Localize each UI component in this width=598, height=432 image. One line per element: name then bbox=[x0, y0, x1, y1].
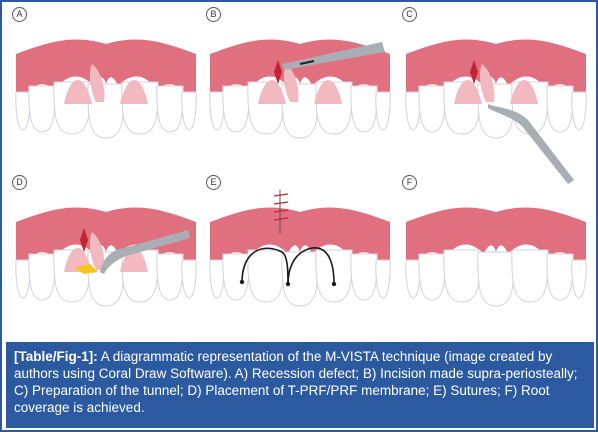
tooth-1 bbox=[209, 91, 225, 131]
panel-d: D bbox=[8, 172, 204, 342]
tooth-6 bbox=[350, 85, 378, 133]
caption-reference: [Table/Fig-1]: bbox=[14, 349, 98, 364]
panel-a: A bbox=[8, 4, 204, 174]
tooth-6 bbox=[156, 253, 184, 301]
membrane-carrier-instrument bbox=[100, 230, 190, 274]
panel-label: B bbox=[206, 7, 221, 22]
tooth-2 bbox=[418, 253, 446, 301]
tooth-2 bbox=[418, 85, 446, 133]
vestibular-incision bbox=[274, 60, 282, 84]
tooth-7 bbox=[571, 91, 587, 131]
incision-suture-3 bbox=[273, 209, 289, 213]
vestibular-incision bbox=[470, 60, 478, 84]
tunneling-instrument bbox=[488, 104, 574, 184]
suture-knot-1 bbox=[239, 279, 245, 285]
tooth-7 bbox=[571, 259, 587, 299]
vestibular-incision bbox=[80, 228, 88, 252]
gum-tissue bbox=[210, 207, 390, 272]
prf-membrane bbox=[74, 264, 98, 274]
incision-suture-1 bbox=[273, 193, 289, 197]
panel-label: F bbox=[402, 175, 417, 190]
panel-illustration bbox=[15, 39, 197, 139]
gum-tissue bbox=[16, 207, 196, 272]
gingival-highlight-left bbox=[258, 79, 286, 104]
gum-tissue bbox=[406, 39, 586, 104]
tooth-1 bbox=[405, 259, 421, 299]
panel-c: C bbox=[398, 4, 594, 184]
recession-defect bbox=[283, 64, 299, 102]
panel-illustration bbox=[405, 39, 587, 184]
incision-suture-4 bbox=[273, 217, 289, 221]
sling-suture-right bbox=[287, 247, 335, 285]
tooth-2 bbox=[28, 85, 56, 133]
recession-defect bbox=[479, 64, 495, 102]
panel-b: B bbox=[202, 4, 398, 174]
tooth-1 bbox=[405, 91, 421, 131]
tooth-1 bbox=[15, 91, 31, 131]
gingival-highlight-right bbox=[120, 79, 148, 104]
panel-illustration bbox=[15, 207, 197, 307]
tooth-6 bbox=[156, 85, 184, 133]
sling-suture-left bbox=[241, 247, 289, 285]
panel-label: D bbox=[12, 175, 27, 190]
incision-suture-2 bbox=[273, 201, 289, 205]
recession-defect bbox=[89, 64, 105, 102]
gingival-highlight-left bbox=[64, 79, 92, 104]
tooth-5 bbox=[511, 249, 549, 303]
recession-defect bbox=[89, 232, 105, 270]
panel-label: A bbox=[12, 7, 27, 22]
tooth-2 bbox=[222, 85, 250, 133]
tooth-3 bbox=[443, 249, 481, 303]
tooth-6 bbox=[546, 85, 574, 133]
tooth-7 bbox=[181, 259, 197, 299]
gingival-highlight-left bbox=[454, 79, 482, 104]
tooth-1 bbox=[15, 259, 31, 299]
panel-illustration bbox=[209, 190, 391, 307]
tooth-3 bbox=[247, 249, 285, 303]
tooth-2 bbox=[222, 253, 250, 301]
tooth-6 bbox=[546, 253, 574, 301]
suture-knot-2 bbox=[285, 281, 291, 287]
gingival-highlight-right bbox=[314, 79, 342, 104]
tooth-7 bbox=[375, 259, 391, 299]
panel-e: E bbox=[202, 172, 398, 342]
caption-text: A diagrammatic representation of the M-V… bbox=[14, 349, 578, 415]
panel-f: F bbox=[398, 172, 594, 342]
gum-tissue bbox=[16, 39, 196, 104]
figure-caption: [Table/Fig-1]: A diagrammatic representa… bbox=[6, 342, 594, 428]
tooth-2 bbox=[28, 253, 56, 301]
panel-label: E bbox=[206, 175, 221, 190]
tooth-7 bbox=[375, 91, 391, 131]
gingival-highlight-right bbox=[510, 79, 538, 104]
panel-illustration bbox=[405, 207, 587, 307]
panel-label: C bbox=[402, 7, 417, 22]
tooth-4 bbox=[477, 251, 515, 307]
tooth-1 bbox=[209, 259, 225, 299]
suture-knot-3 bbox=[331, 281, 337, 287]
scalpel-blade-mark bbox=[299, 60, 315, 65]
tooth-7 bbox=[181, 91, 197, 131]
gum-tissue bbox=[406, 207, 586, 272]
panel-illustration bbox=[209, 39, 391, 139]
tooth-6 bbox=[350, 253, 378, 301]
